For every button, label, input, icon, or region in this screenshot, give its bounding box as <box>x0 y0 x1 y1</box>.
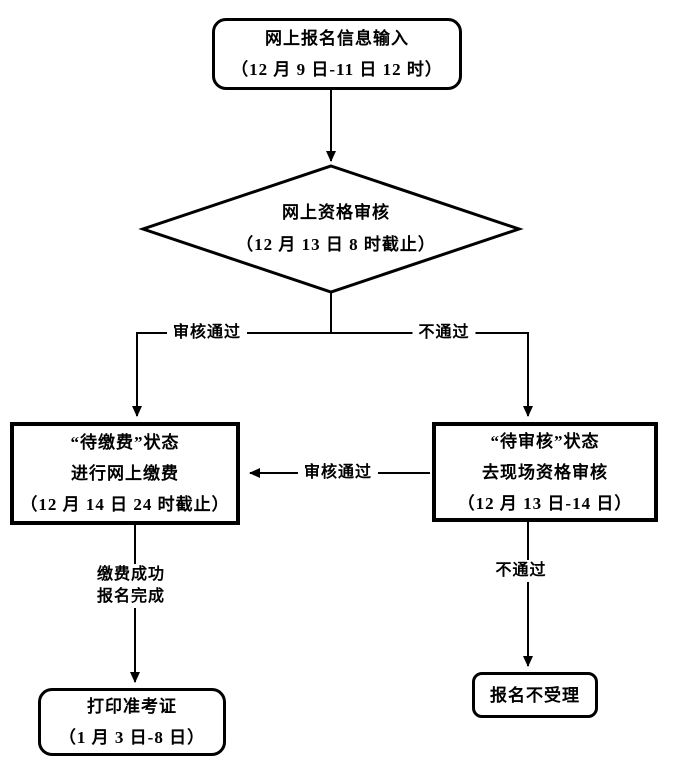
edge-label-onsite-pass: 审核通过 <box>297 462 379 484</box>
node-print-ticket: 打印准考证 （1 月 3 日-8 日） <box>38 688 226 756</box>
node-pay-status-date: （12 月 14 日 24 时截止） <box>20 495 230 514</box>
node-onsite-review-date: （12 月 13 日-14 日） <box>457 493 633 513</box>
node-pay-status: “待缴费”状态 进行网上缴费 （12 月 14 日 24 时截止） <box>10 422 240 525</box>
node-reject: 报名不受理 <box>472 672 598 718</box>
edge-label-pay-done: 缴费成功 报名完成 <box>90 564 172 608</box>
node-online-input: 网上报名信息输入 （12 月 9 日-11 日 12 时） <box>212 18 462 90</box>
node-pay-status-line2: 进行网上缴费 <box>71 464 179 483</box>
node-online-input-title: 网上报名信息输入 <box>265 29 409 48</box>
node-reject-title: 报名不受理 <box>490 685 580 705</box>
node-online-input-date: （12 月 9 日-11 日 12 时） <box>231 60 443 79</box>
edge-label-review-pass: 审核通过 <box>166 322 248 344</box>
node-pay-status-line1: “待缴费”状态 <box>70 433 180 452</box>
node-print-ticket-title: 打印准考证 <box>87 697 177 716</box>
node-print-ticket-date: （1 月 3 日-8 日） <box>58 728 206 747</box>
edge-label-pay-done-line1: 缴费成功 <box>96 566 166 583</box>
edge-label-pay-done-line2: 报名完成 <box>96 588 166 605</box>
node-online-review: 网上资格审核 （12 月 13 日 8 时截止） <box>216 197 456 261</box>
edge-label-onsite-fail: 不通过 <box>489 560 553 582</box>
node-onsite-review-line1: “待审核”状态 <box>490 431 600 451</box>
node-online-review-title: 网上资格审核 <box>282 203 390 222</box>
edge-label-review-fail: 不通过 <box>412 322 476 344</box>
node-onsite-review: “待审核”状态 去现场资格审核 （12 月 13 日-14 日） <box>432 422 658 522</box>
node-online-review-date: （12 月 13 日 8 时截止） <box>236 235 436 254</box>
node-onsite-review-line2: 去现场资格审核 <box>482 462 608 482</box>
